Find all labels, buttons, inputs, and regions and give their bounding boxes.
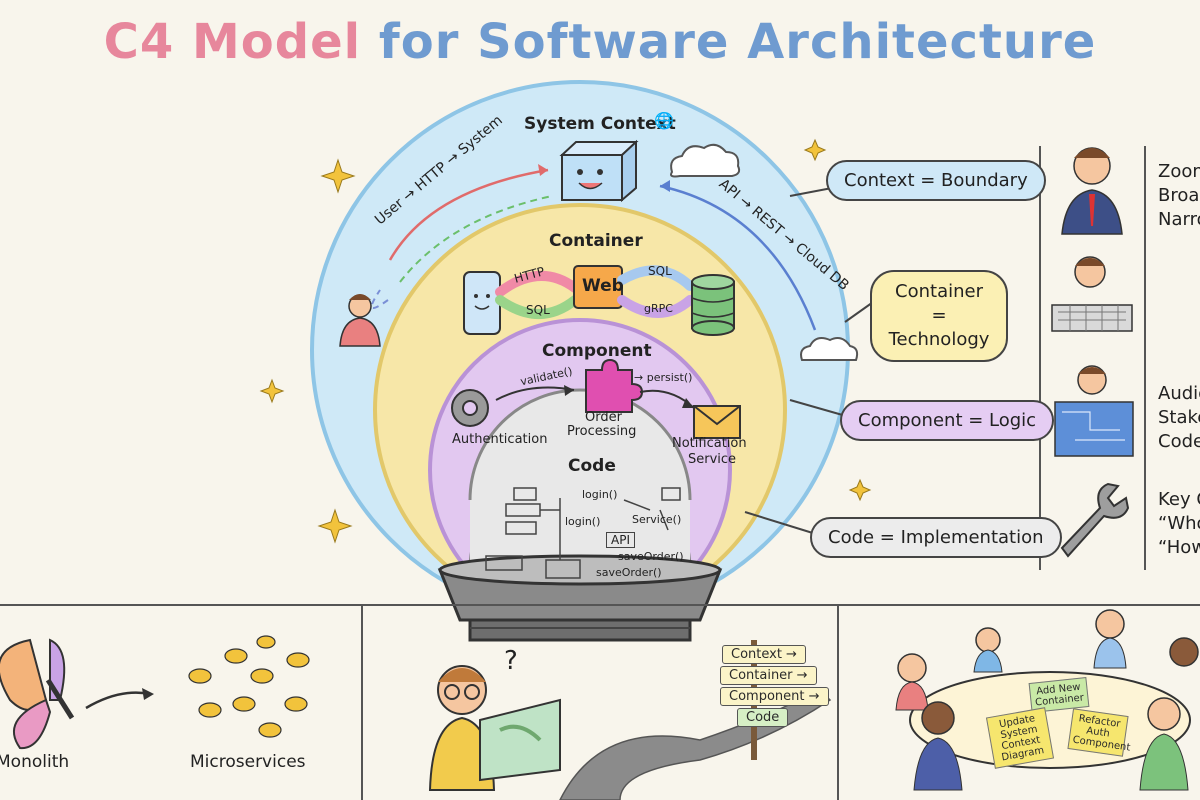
butterfly-icon xyxy=(0,638,75,750)
title-part-1: C4 Model xyxy=(103,14,362,70)
code-callout-pointer xyxy=(744,511,817,535)
container-callout-text-1: Container = xyxy=(895,281,983,326)
right-text-stake: Stake xyxy=(1158,407,1200,428)
authentication-label: Authentication xyxy=(452,432,548,447)
road xyxy=(559,689,832,800)
right-panel-row-4: Key C “Who “How xyxy=(1158,488,1200,560)
context-ring-title: System Context xyxy=(524,114,676,134)
right-text-code: Code xyxy=(1158,431,1200,452)
right-text-zoom: Zoom xyxy=(1158,161,1200,182)
code-ring-title: Code xyxy=(568,456,616,476)
component-callout-pointer xyxy=(789,399,847,417)
bee-icon xyxy=(188,635,310,738)
saveorder-label-1: saveOrder() xyxy=(618,550,684,563)
sticky-refactor-auth: Refactor Auth Component xyxy=(1067,708,1131,757)
cloud-db-icon xyxy=(800,337,859,361)
code-callout-text: Code = Implementation xyxy=(828,527,1044,548)
persist-label: → persist() xyxy=(634,371,693,384)
sticky-update-context: Update System Context Diagram xyxy=(985,707,1055,769)
title-part-2: for Software Architecture xyxy=(378,14,1097,70)
puzzle-piece-icon xyxy=(585,358,644,413)
sql-pipe-right xyxy=(617,265,695,291)
sql-pipe-left xyxy=(495,295,580,319)
order-label-2: Processing xyxy=(567,424,637,439)
right-text-who: “Who xyxy=(1158,513,1200,534)
right-text-audie: Audie xyxy=(1158,383,1200,404)
right-text-how: “How xyxy=(1158,537,1200,558)
login-label-2: login() xyxy=(565,515,601,528)
blueprint-reader-icon xyxy=(1054,365,1134,457)
code-callout: Code = Implementation xyxy=(810,517,1062,558)
developer-keyboard-icon xyxy=(1051,256,1133,332)
envelope-icon xyxy=(693,405,741,439)
gear-icon xyxy=(451,389,489,427)
web-tag: Web xyxy=(582,276,624,296)
right-panel-row-3: Audie Stake Code xyxy=(1158,382,1200,454)
login-label-1: login() xyxy=(582,488,618,501)
container-ring-title: Container xyxy=(549,231,643,251)
web-server-icon xyxy=(573,265,623,309)
right-text-narro: Narro xyxy=(1158,209,1200,230)
globe-icon: 🌐 xyxy=(654,111,674,130)
order-label-1: Order xyxy=(585,410,622,425)
database-icon xyxy=(691,274,735,336)
right-panel-row-1: Zoom Broad Narro xyxy=(1158,160,1200,232)
sql-tag-right: SQL xyxy=(648,264,672,278)
team-meeting-icon xyxy=(895,609,1199,791)
api-label: API xyxy=(606,532,635,548)
container-callout: Container = Technology xyxy=(870,270,1008,362)
right-text-key: Key C xyxy=(1158,489,1200,510)
wrench-icon xyxy=(1060,482,1130,558)
code-sketch xyxy=(485,487,681,579)
context-callout: Context = Boundary xyxy=(826,160,1046,201)
sql-tag-left: SQL xyxy=(526,303,550,317)
sign-container: Container → xyxy=(720,666,817,685)
sign-code: Code xyxy=(737,708,789,727)
user-to-system-arrow xyxy=(388,168,549,261)
sparkle-icon xyxy=(259,138,872,544)
system-box-icon xyxy=(559,139,639,203)
manager-avatar-icon xyxy=(1061,147,1123,235)
microservices-caption: Microservices xyxy=(190,752,306,772)
user-avatar-icon xyxy=(339,294,381,347)
sign-component: Component → xyxy=(720,687,829,706)
user-dashed-arrow xyxy=(370,289,389,309)
boy-with-map-icon xyxy=(428,665,561,791)
component-ring-title: Component xyxy=(542,341,652,361)
grpc-tag: gRPC xyxy=(644,302,673,315)
container-callout-text-2: Technology xyxy=(888,329,990,350)
cloud-icon xyxy=(670,143,741,178)
notification-label-2: Service xyxy=(688,452,737,467)
context-callout-text: Context = Boundary xyxy=(844,170,1028,191)
saveorder-label-2: saveOrder() xyxy=(596,566,662,579)
http-pipe xyxy=(495,271,580,297)
mobile-phone-icon xyxy=(463,271,501,335)
sign-context: Context → xyxy=(722,645,806,664)
monolith-caption: Monolith xyxy=(0,752,70,772)
component-callout: Component = Logic xyxy=(840,400,1055,441)
grpc-pipe xyxy=(617,295,695,318)
api-to-db-arrow xyxy=(659,184,817,331)
right-text-broad: Broad xyxy=(1158,185,1200,206)
monolith-to-micro-arrow xyxy=(85,691,151,710)
component-callout-text: Component = Logic xyxy=(858,410,1037,431)
question-mark: ? xyxy=(504,646,518,676)
service-label: Service() xyxy=(632,513,682,526)
page-title: C4 Model for Software Architecture xyxy=(0,14,1200,70)
notification-label-1: Notification xyxy=(672,436,747,451)
metal-base xyxy=(437,554,723,642)
context-callout-pointer xyxy=(789,187,833,197)
